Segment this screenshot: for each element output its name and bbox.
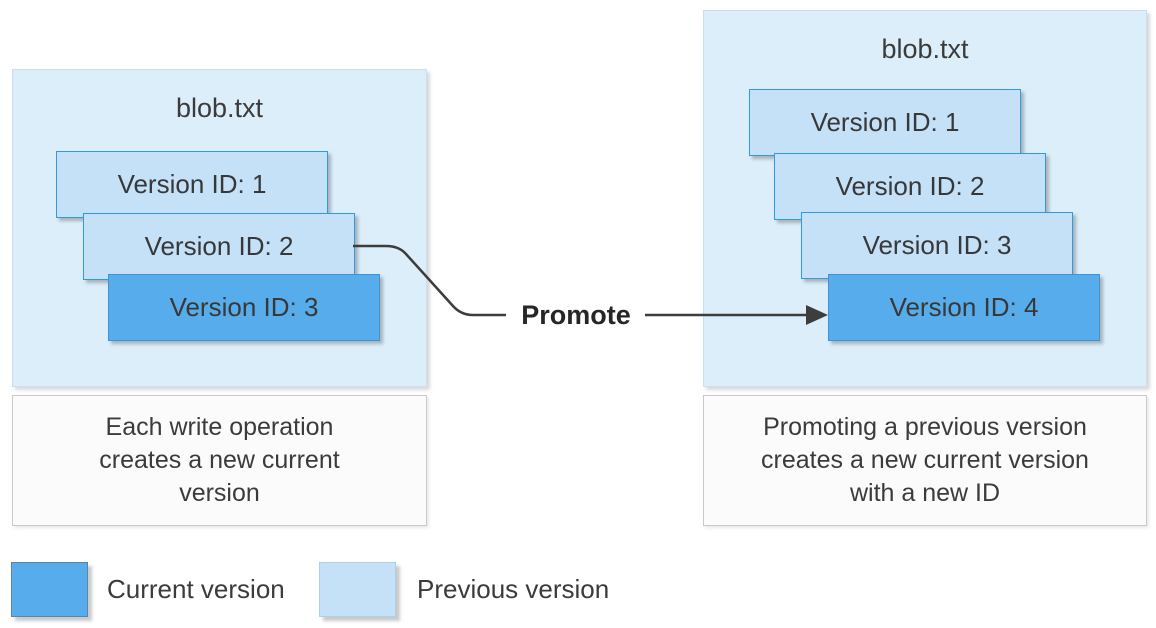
right-version-card-2: Version ID: 2 [774,153,1046,220]
left-version-card-1: Version ID: 1 [56,151,328,218]
left-version-card-3-current: Version ID: 3 [108,274,380,341]
legend-swatch-current-version [11,562,88,617]
version-label: Version ID: 2 [144,231,294,261]
right-caption-box: Promoting a previous version creates a n… [703,395,1147,526]
legend-label-previous-version: Previous version [417,574,610,604]
caption-line: creates a new current version [761,446,1089,474]
version-label: Version ID: 2 [835,171,985,201]
right-blob-title: blob.txt [881,34,969,64]
version-label: Version ID: 1 [810,107,960,137]
right-version-card-4-current: Version ID: 4 [828,274,1100,341]
caption-line: creates a new current [99,446,340,474]
legend-label-current-version: Current version [107,574,285,604]
right-version-card-3: Version ID: 3 [801,212,1073,279]
left-blob-panel: blob.txt Version ID: 1 Version ID: 2 Ver… [12,69,427,387]
left-caption-box: Each write operation creates a new curre… [12,395,427,526]
caption-line: Promoting a previous version [763,413,1087,441]
right-version-card-1: Version ID: 1 [749,89,1021,156]
left-version-card-2: Version ID: 2 [83,213,355,280]
legend-swatch-previous-version [319,562,396,617]
version-label: Version ID: 1 [117,169,267,199]
version-label: Version ID: 3 [862,230,1012,260]
caption-line: with a new ID [849,479,1001,507]
promote-label: Promote [521,300,631,330]
right-blob-panel: blob.txt Version ID: 1 Version ID: 2 Ver… [703,10,1147,387]
caption-line: version [179,479,260,507]
version-label: Version ID: 3 [169,292,319,322]
version-label: Version ID: 4 [889,292,1039,322]
left-blob-title: blob.txt [175,93,264,123]
caption-line: Each write operation [105,413,334,441]
